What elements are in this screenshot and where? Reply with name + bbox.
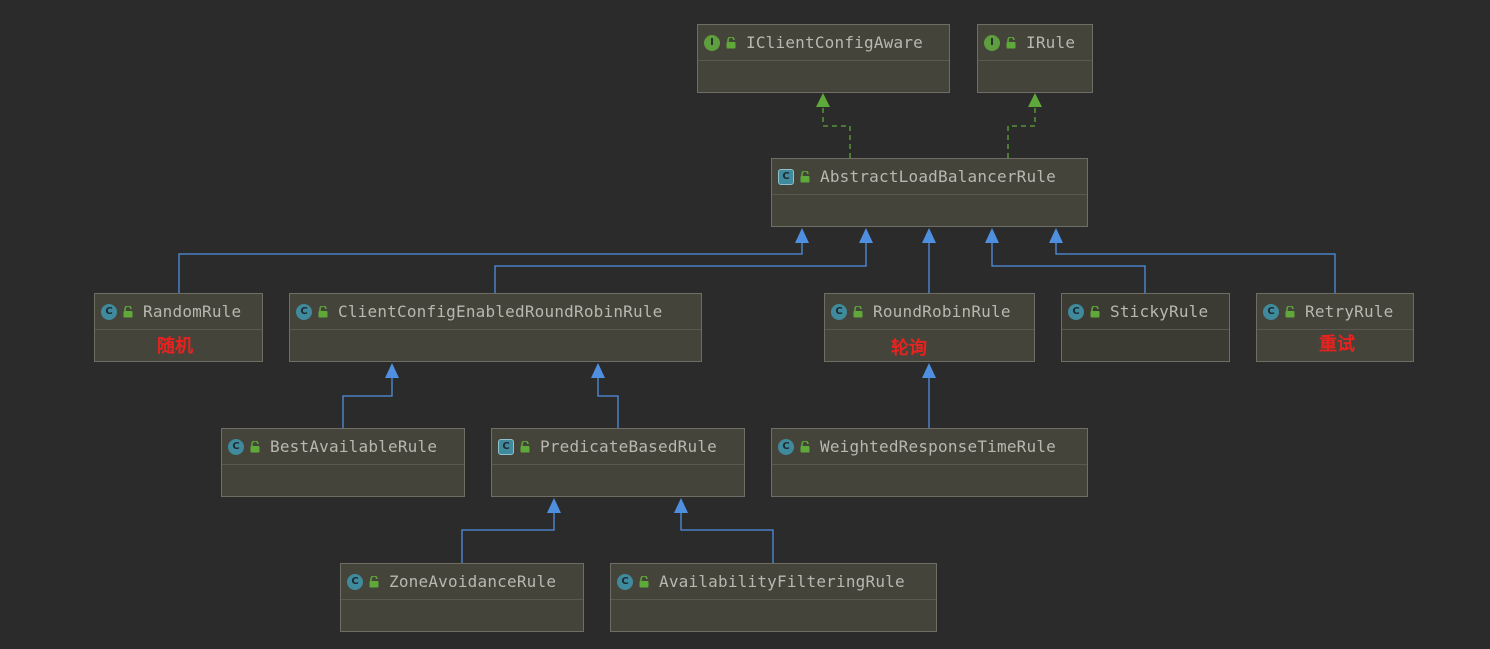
arrowhead-ccerr-1 <box>385 363 399 378</box>
implements-edges <box>822 105 1036 158</box>
class-icon: C <box>778 438 794 455</box>
node-header: C StickyRule <box>1062 294 1229 330</box>
node-header: C AvailabilityFilteringRule <box>611 564 936 600</box>
arrowhead-alb-2 <box>859 228 873 243</box>
edge-stickyrule-abstractloadbalancerrule <box>991 241 1146 293</box>
node-clientconfigenabledroundrobinrule[interactable]: C ClientConfigEnabledRoundRobinRule <box>289 293 702 362</box>
edge-clientconfigenabledroundrobinrule-abstractloadbalancerrule <box>494 241 867 293</box>
edge-availabilityfilteringrule-predicatebasedrule <box>680 511 774 563</box>
node-header: C ZoneAvoidanceRule <box>341 564 583 600</box>
extends-arrowheads <box>385 228 1063 513</box>
edge-zoneavoidancerule-predicatebasedrule <box>461 511 555 563</box>
implements-arrowheads <box>816 93 1042 107</box>
arrowhead-alb-5 <box>1049 228 1063 243</box>
arrowhead-alb-1 <box>795 228 809 243</box>
class-name: ClientConfigEnabledRoundRobinRule <box>338 302 663 321</box>
unlock-icon <box>800 440 810 452</box>
edge-retryrule-abstractloadbalancerrule <box>1055 241 1336 293</box>
class-icon: C <box>347 573 363 590</box>
class-name: RandomRule <box>143 302 242 321</box>
unlock-icon <box>726 36 736 48</box>
node-abstractloadbalancerrule[interactable]: C AbstractLoadBalancerRule <box>771 158 1088 227</box>
node-retryrule[interactable]: C RetryRule 重试 <box>1256 293 1414 362</box>
arrowhead-alb-4 <box>985 228 999 243</box>
node-header: C AbstractLoadBalancerRule <box>772 159 1087 195</box>
unlock-icon <box>1090 305 1100 317</box>
node-header: C RandomRule <box>95 294 262 330</box>
class-icon: C <box>617 573 633 590</box>
node-availabilityfilteringrule[interactable]: C AvailabilityFilteringRule <box>610 563 937 632</box>
node-header: C RetryRule <box>1257 294 1413 330</box>
unlock-icon <box>123 305 133 317</box>
node-roundrobinrule[interactable]: C RoundRobinRule 轮询 <box>824 293 1035 362</box>
node-header: I IClientConfigAware <box>698 25 949 61</box>
unlock-icon <box>369 575 379 587</box>
unlock-icon <box>853 305 863 317</box>
class-name: RoundRobinRule <box>873 302 1011 321</box>
class-icon: C <box>831 303 847 320</box>
node-predicatebasedrule[interactable]: C PredicateBasedRule <box>491 428 745 497</box>
class-icon: C <box>228 438 244 455</box>
arrowhead-irule <box>1028 93 1042 107</box>
unlock-icon <box>250 440 260 452</box>
arrowhead-predicate-2 <box>674 498 688 513</box>
node-header: I IRule <box>978 25 1092 61</box>
abstract-class-icon: C <box>498 438 514 455</box>
unlock-icon <box>1006 36 1016 48</box>
class-name: IRule <box>1026 33 1076 52</box>
class-name: WeightedResponseTimeRule <box>820 437 1056 456</box>
unlock-icon <box>1285 305 1295 317</box>
annotation-note: 随机 <box>157 336 193 357</box>
arrowhead-predicate-1 <box>547 498 561 513</box>
arrowhead-ccerr-2 <box>591 363 605 378</box>
unlock-icon <box>639 575 649 587</box>
class-name: RetryRule <box>1305 302 1394 321</box>
arrowhead-iclientconfigaware <box>816 93 830 107</box>
node-iclientconfigaware[interactable]: I IClientConfigAware <box>697 24 950 93</box>
arrowhead-alb-3 <box>922 228 936 243</box>
node-header: C PredicateBasedRule <box>492 429 744 465</box>
interface-icon: I <box>704 34 720 51</box>
node-header: C WeightedResponseTimeRule <box>772 429 1087 465</box>
class-icon: C <box>101 303 117 320</box>
edge-randomrule-abstractloadbalancerrule <box>178 241 803 293</box>
edge-abstractloadbalancerrule-iclientconfigaware <box>822 105 851 158</box>
class-icon: C <box>1068 303 1084 320</box>
annotation-note: 重试 <box>1319 334 1355 355</box>
node-weightedresponsetimerule[interactable]: C WeightedResponseTimeRule <box>771 428 1088 497</box>
class-icon: C <box>1263 303 1279 320</box>
node-header: C BestAvailableRule <box>222 429 464 465</box>
node-stickyrule[interactable]: C StickyRule <box>1061 293 1230 362</box>
class-name: IClientConfigAware <box>746 33 923 52</box>
class-name: BestAvailableRule <box>270 437 438 456</box>
node-bestavailablerule[interactable]: C BestAvailableRule <box>221 428 465 497</box>
node-randomrule[interactable]: C RandomRule 随机 <box>94 293 263 362</box>
node-header: C ClientConfigEnabledRoundRobinRule <box>290 294 701 330</box>
class-name: AvailabilityFilteringRule <box>659 572 905 591</box>
node-zoneavoidancerule[interactable]: C ZoneAvoidanceRule <box>340 563 584 632</box>
node-irule[interactable]: I IRule <box>977 24 1093 93</box>
class-name: StickyRule <box>1110 302 1209 321</box>
annotation-note: 轮询 <box>891 338 927 359</box>
unlock-icon <box>318 305 328 317</box>
extends-edges <box>178 241 1336 563</box>
edge-abstractloadbalancerrule-irule <box>1007 105 1036 158</box>
class-icon: C <box>296 303 312 320</box>
class-name: AbstractLoadBalancerRule <box>820 167 1056 186</box>
edge-predicatebasedrule-clientconfigenabledroundrobinrule <box>597 376 619 428</box>
class-name: ZoneAvoidanceRule <box>389 572 557 591</box>
unlock-icon <box>520 440 530 452</box>
interface-icon: I <box>984 34 1000 51</box>
node-header: C RoundRobinRule <box>825 294 1034 330</box>
abstract-class-icon: C <box>778 168 794 185</box>
arrowhead-roundrobin <box>922 363 936 378</box>
class-name: PredicateBasedRule <box>540 437 717 456</box>
unlock-icon <box>800 170 810 182</box>
edge-bestavailablerule-clientconfigenabledroundrobinrule <box>342 376 393 428</box>
